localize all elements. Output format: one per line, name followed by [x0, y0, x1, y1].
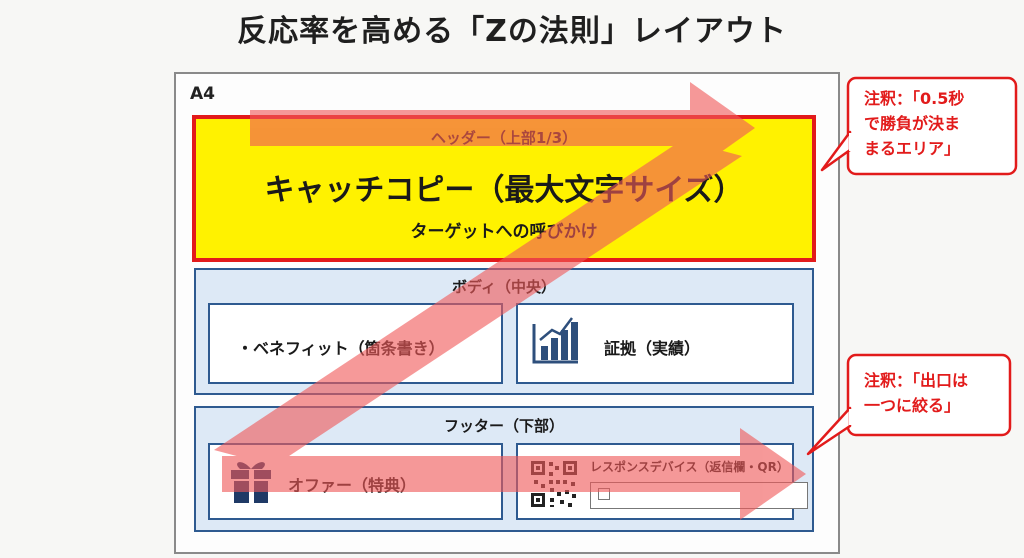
sheet-size-label: A4 [190, 84, 215, 104]
callout-1-line-1: 注釈：「0.5秒 [864, 89, 965, 108]
callout-1-text: 注釈：「0.5秒 で勝負が決ま まるエリア」 [864, 86, 964, 161]
callout-1-line-2: で勝負が決ま [864, 114, 961, 133]
callout-2-line-2: 一つに絞る」 [864, 396, 961, 415]
page-title: 反応率を高める「Zの法則」レイアウト [237, 14, 787, 49]
callout-2-text: 注釈：「出口は 一つに絞る」 [864, 368, 968, 418]
bar-chart-icon [532, 317, 578, 364]
callout-2-line-1: 注釈：「出口は [864, 371, 969, 390]
qr-code-icon [530, 460, 578, 508]
gift-icon [231, 462, 271, 503]
callout-1-line-3: まるエリア」 [864, 139, 961, 158]
